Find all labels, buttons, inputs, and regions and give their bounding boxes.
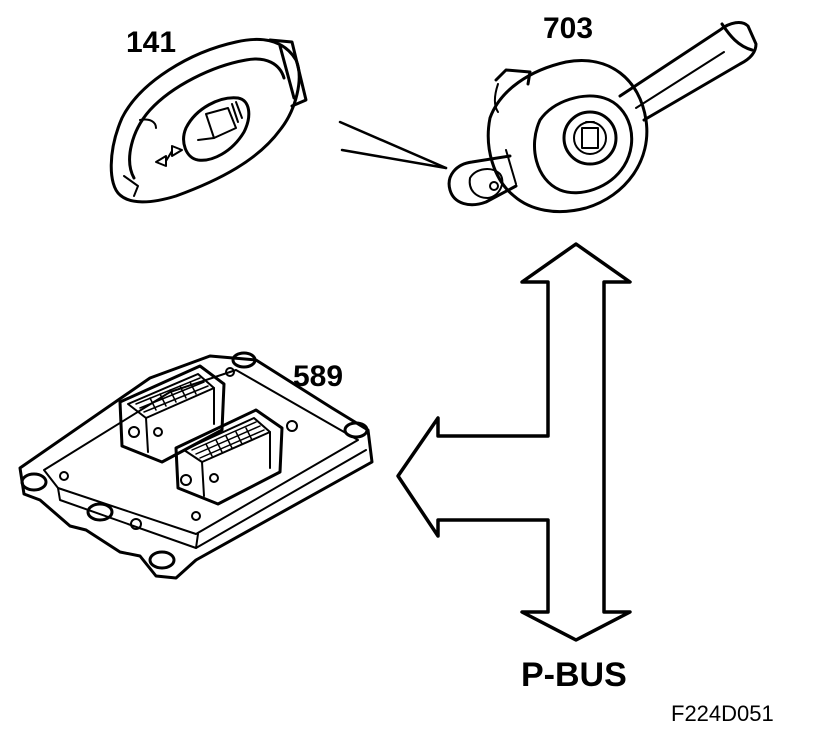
component-number-703: 703	[543, 12, 594, 45]
component-number-141: 141	[126, 26, 177, 59]
bus-label: P-BUS	[521, 656, 627, 694]
control-module-589	[18, 351, 374, 580]
window-switch-141	[109, 38, 308, 204]
component-number-589: 589	[293, 360, 344, 393]
figure-code: F224D051	[671, 701, 774, 726]
steering-switch-703	[447, 21, 758, 214]
pointer-lines	[338, 120, 448, 170]
p-bus-arrows	[396, 242, 632, 642]
